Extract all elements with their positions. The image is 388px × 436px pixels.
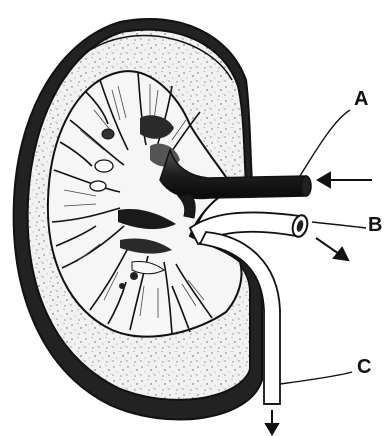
label-leaders <box>280 110 366 384</box>
label-b: B <box>368 214 382 237</box>
label-a: A <box>354 88 368 111</box>
arrow-into-artery <box>318 173 372 187</box>
label-c: C <box>357 356 371 379</box>
arrow-out-of-ureter <box>266 410 278 434</box>
arrow-out-of-vein <box>316 238 348 260</box>
renal-artery-opening <box>301 176 311 196</box>
